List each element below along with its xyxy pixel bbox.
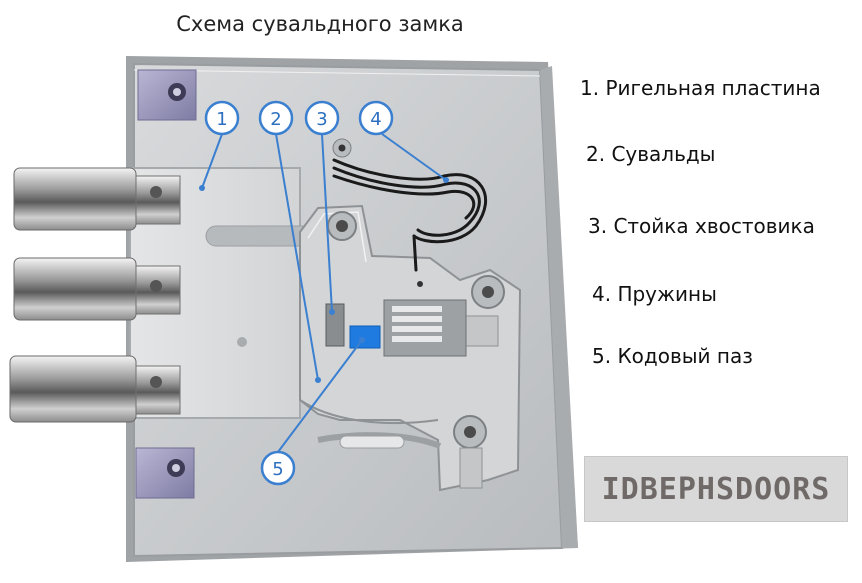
marker-4: 4 [358, 100, 394, 136]
bolt-plate [129, 167, 331, 419]
diagram-title: Схема сувальдного замка [176, 12, 464, 36]
watermark-logo: IDBEPHSDOORS [584, 456, 848, 522]
callout-lines [201, 133, 447, 453]
marker-5: 5 [260, 450, 296, 486]
marker-4-label: 4 [370, 109, 381, 130]
legend-item-levers: 2. Сувальды [586, 142, 716, 166]
marker-2-label: 2 [270, 109, 281, 130]
marker-1-label: 1 [216, 109, 227, 130]
code-slot [349, 325, 381, 349]
legend-item-springs: 4. Пружины [592, 282, 717, 306]
marker-3: 3 [304, 100, 340, 136]
mounting-block-bottom [135, 447, 195, 499]
springs [332, 158, 488, 272]
mounting-block-top [137, 69, 197, 121]
marker-5-label: 5 [272, 459, 283, 480]
marker-2: 2 [258, 100, 294, 136]
legend-item-tail-post: 3. Стойка хвостовика [588, 214, 815, 238]
marker-1: 1 [204, 100, 240, 136]
callout-dots [199, 177, 449, 383]
bolts [9, 167, 181, 423]
legend-item-code-slot: 5. Кодовый паз [592, 344, 753, 368]
tail-post [325, 299, 467, 357]
legend-item-bolt-plate: 1. Ригельная пластина [580, 76, 821, 100]
marker-3-label: 3 [316, 109, 327, 130]
